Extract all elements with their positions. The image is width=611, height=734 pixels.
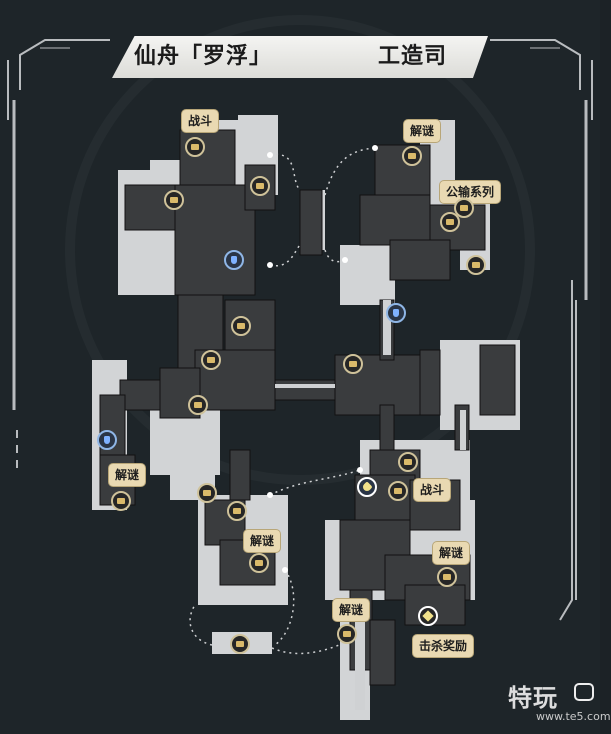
chest-icon[interactable] [343,354,363,374]
chest-icon[interactable] [201,350,221,370]
chest-icon[interactable] [454,198,474,218]
chest-icon[interactable] [164,190,184,210]
chest-icon[interactable] [402,146,422,166]
chest-icon[interactable] [188,395,208,415]
puzzle-label-4: 解谜 [433,542,470,564]
chest-icon[interactable] [466,255,486,275]
corridors [275,300,466,710]
chest-icon[interactable] [440,212,460,232]
title-plate [112,36,488,78]
chest-icon[interactable] [227,501,247,521]
synthesis-label: 公输系列 [440,181,501,203]
zone-title: 工造司 [378,44,448,69]
area-title: 仙舟「罗浮」 [134,44,273,69]
chest-icon[interactable] [111,491,131,511]
boss-teleport-icon[interactable] [357,477,377,497]
connection-nodes [267,145,378,573]
kill-reward-label: 击杀奖励 [413,635,474,657]
teleport-icon[interactable] [386,303,406,323]
chest-icon[interactable] [437,567,457,587]
teleport-icon[interactable] [224,250,244,270]
chest-icon[interactable] [388,481,408,501]
gamepad-icon [574,683,594,701]
kill-reward-icon[interactable] [418,606,438,626]
puzzle-label-3: 解谜 [244,530,281,552]
teleport-icon[interactable] [97,430,117,450]
ui-frame [7,39,593,621]
chest-icon[interactable] [231,316,251,336]
puzzle-label-5: 解谜 [333,599,370,621]
puzzle-label-1: 解谜 [404,120,441,142]
watermark-url: www.te5.com [536,710,611,723]
chest-icon[interactable] [398,452,418,472]
chest-icon[interactable] [185,137,205,157]
chest-icon[interactable] [197,483,217,503]
chest-icon[interactable] [337,624,357,644]
chest-icon[interactable] [230,634,250,654]
frame-dashes [16,300,577,600]
watermark-brand: 特玩 [508,684,558,712]
battle-label-1: 战斗 [182,110,219,132]
chest-icon[interactable] [249,553,269,573]
battle-label-2: 战斗 [414,479,451,501]
chest-icon[interactable] [250,176,270,196]
puzzle-label-2: 解谜 [109,464,146,486]
